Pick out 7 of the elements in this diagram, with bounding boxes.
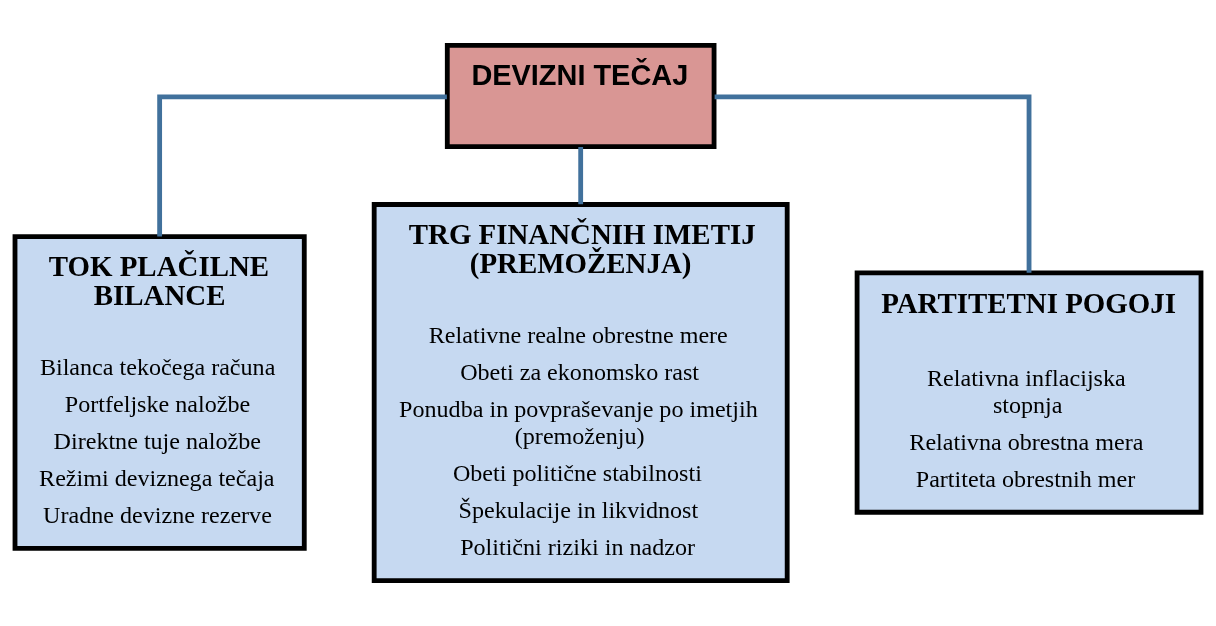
connector xyxy=(578,147,584,205)
node-box: TOK PLAČILNE BILANCE Bilanca tekočega računa Portfeljske naložbe Direktne tuje naložbe Režimi deviznega tečaja Uradne devizne rezerve xyxy=(12,234,307,551)
node-box: PARTITETNI POGOJI Relativna inflacijska stopnja Relativna obrestna mera Partiteta obrestnih mer xyxy=(854,270,1204,515)
node-box: TRG FINANČNIH IMETIJ (PREMOŽENJA) Relativne realne obrestne mere Obeti za ekonomsko rast Ponudba in povpraševanje po imetjih (premoženju) Obeti politične stabilnosti Špekulacije in likvidnost Politični riziki in nadzor xyxy=(371,202,790,583)
node-box: DEVIZNI TEČAJ xyxy=(444,43,717,150)
connector xyxy=(157,94,447,237)
connector xyxy=(714,94,1032,273)
